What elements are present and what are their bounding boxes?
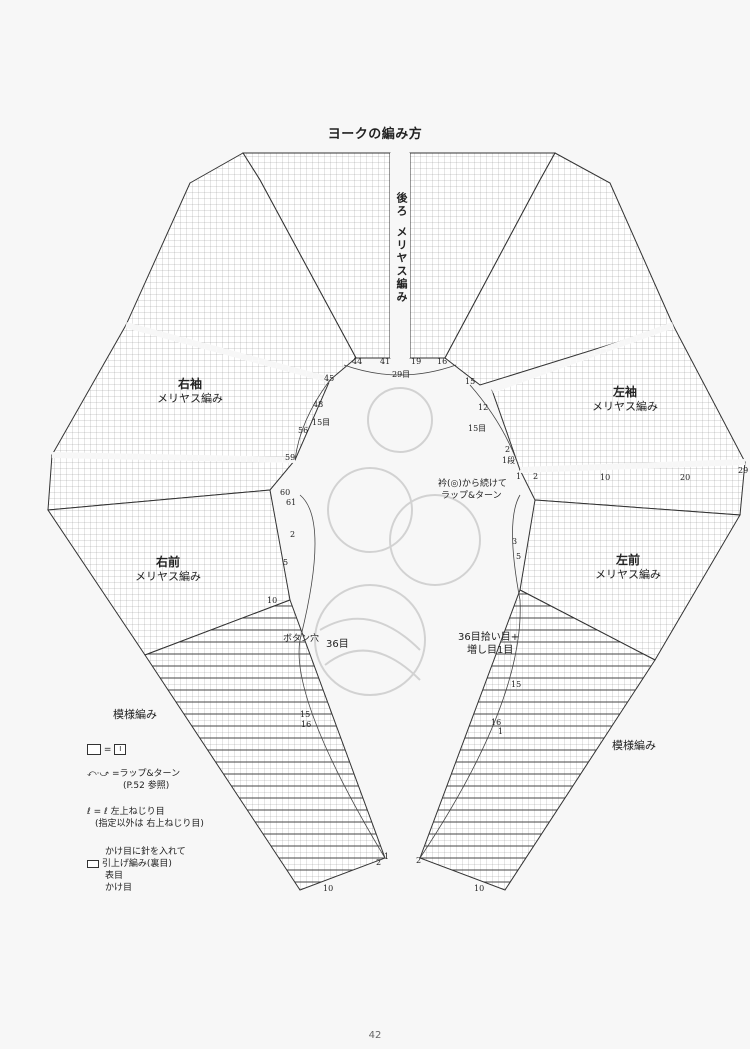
left-front-count-5: 1 <box>498 727 504 736</box>
page-title: ヨークの編み方 <box>327 127 423 142</box>
neckline <box>294 364 521 859</box>
right-armhole-curve <box>294 379 331 461</box>
left-front-count-4: 16 <box>491 718 502 727</box>
right-front-count-10: 10 <box>323 884 334 893</box>
slip-stitch-icon <box>87 859 99 868</box>
right-front-panel <box>47 454 386 891</box>
right-sleeve-count-1: 45 <box>324 374 335 383</box>
left-front-count-1: 3 <box>512 537 518 546</box>
panel-separators <box>51 322 746 473</box>
left-sleeve-count-6: 29 <box>738 466 749 475</box>
right-sleeve-count-4: 59 <box>285 453 296 462</box>
left-front-count-3: 15 <box>511 680 522 689</box>
legend-twist-note: (指定以外は 右上ねじり目) <box>95 819 204 829</box>
left-front-stitch: メリヤス編み <box>595 568 661 581</box>
left-armhole-curve <box>469 384 521 471</box>
left-front-pickup-1: 36目拾い目+ <box>458 632 520 643</box>
back-count-4: 16 <box>437 357 448 366</box>
back-stitch: メリヤス編み <box>395 226 408 304</box>
left-sleeve-count-3: 2 <box>505 445 511 454</box>
back-count-1: 44 <box>352 357 363 366</box>
left-sleeve-count-4: 10 <box>600 473 611 482</box>
legend-wrap-turn: ⤺·⤻ =ラップ&ターン <box>87 769 181 779</box>
watermark-logo <box>314 387 481 696</box>
back-count-3: 19 <box>411 357 422 366</box>
right-front-edge <box>298 494 386 859</box>
right-front-count-7: 16 <box>301 720 312 729</box>
right-front-count-5: 10 <box>267 596 278 605</box>
left-sleeve-row-1: 1段 <box>502 456 516 465</box>
right-front-count-2: 61 <box>286 498 297 507</box>
left-front-edge <box>419 494 521 859</box>
left-sleeve-stitch: メリヤス編み <box>592 400 658 413</box>
right-front-count-3: 2 <box>290 530 296 539</box>
page-number: 42 <box>368 1030 382 1041</box>
collar-note-1: 衿(◎)から続けて <box>438 479 507 489</box>
left-sleeve-count-2: 12 <box>478 403 489 412</box>
right-sleeve-count-3: 56 <box>298 426 309 435</box>
left-sleeve-count-5: 20 <box>680 473 691 482</box>
button-hole-label: ボタン穴 <box>283 634 320 644</box>
wrap-turn-icon: ⤺·⤻ <box>87 769 110 779</box>
collar-note-2: ラップ&ターン <box>441 491 502 501</box>
back-count-2: 41 <box>380 357 391 366</box>
twist-stitch-icon: ℓ = ℓ <box>87 807 108 817</box>
left-shoulder-panel <box>444 152 674 386</box>
left-sleeve-count-7: 1 <box>516 472 522 481</box>
legend-slip-2: 引上げ編み(裏目) <box>87 856 172 869</box>
left-front-panel <box>419 461 746 891</box>
legend-slip-1: かけ目に針を入れて <box>105 847 186 857</box>
back-center-count: 29目 <box>392 370 411 379</box>
left-front-pattern: 模様編み <box>612 739 656 752</box>
left-front-count-2: 5 <box>516 552 522 561</box>
plain-box-icon <box>87 744 101 755</box>
legend-plain: = I <box>87 744 127 755</box>
right-front-count-4: 5 <box>283 558 289 567</box>
right-front-width: 36目 <box>326 639 349 650</box>
right-sleeve-count-2: 48 <box>313 400 324 409</box>
back-title: 後ろ <box>395 192 408 218</box>
legend-slip-3: 表目 <box>105 871 124 881</box>
left-front-pattern-grid <box>419 589 656 891</box>
right-front-count-9: 1 <box>384 852 390 861</box>
legend-slip-4: かけ目 <box>105 883 133 893</box>
left-sleeve-width: 15目 <box>468 424 487 433</box>
right-front-count-6: 15 <box>300 710 311 719</box>
left-shoulder-grid <box>444 152 674 386</box>
right-sleeve-stitch: メリヤス編み <box>157 392 223 405</box>
left-front-count-6: 2 <box>416 856 422 865</box>
plain-symbol-box: I <box>114 744 127 755</box>
back-neck-curve <box>343 364 457 376</box>
right-front-count-8: 2 <box>376 858 382 867</box>
left-sleeve-title: 左袖 <box>612 385 637 399</box>
right-front-title: 右前 <box>155 555 180 569</box>
left-sleeve-row-2: 2 <box>533 472 539 481</box>
legend-twist: ℓ = ℓ 左上ねじり目 <box>87 807 165 817</box>
right-sleeve-title: 右袖 <box>177 377 202 391</box>
left-front-title: 左前 <box>615 553 640 567</box>
right-sleeve-width: 15目 <box>312 418 331 427</box>
left-front-count-7: 10 <box>474 884 485 893</box>
left-sleeve-count-1: 15 <box>465 377 476 386</box>
left-front-pickup-2: 増し目1目 <box>467 645 514 656</box>
right-front-stitch: メリヤス編み <box>135 570 201 583</box>
legend-equals: = <box>103 745 112 755</box>
legend-wrap-ref: (P.52 参照) <box>123 781 170 791</box>
right-front-count-1: 60 <box>280 488 291 497</box>
back-panel <box>242 152 556 359</box>
right-front-pattern: 模様編み <box>113 708 157 721</box>
